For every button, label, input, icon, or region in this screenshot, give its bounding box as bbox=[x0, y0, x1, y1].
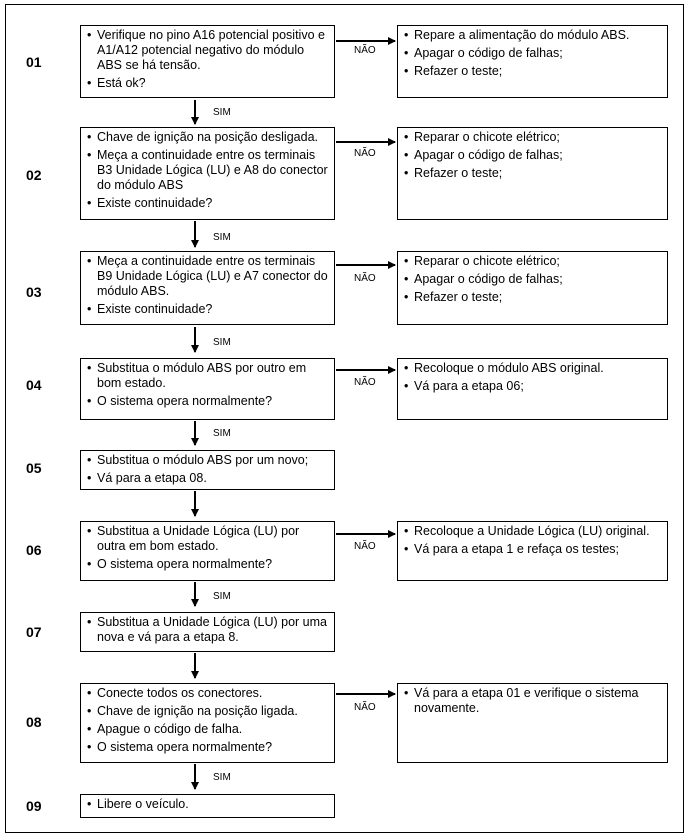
step-number: 04 bbox=[26, 377, 42, 393]
step-number: 05 bbox=[26, 460, 42, 476]
step-item: Existe continuidade? bbox=[87, 196, 328, 211]
no-action-box-02: Reparar o chicote elétrico; Apagar o cód… bbox=[397, 127, 668, 220]
step-item: Substitua a Unidade Lógica (LU) por outr… bbox=[87, 524, 328, 554]
step-number: 03 bbox=[26, 284, 42, 300]
step-item: Vá para a etapa 08. bbox=[87, 471, 328, 486]
no-action-item: Apagar o código de falhas; bbox=[404, 272, 661, 287]
no-action-item: Refazer o teste; bbox=[404, 290, 661, 305]
no-action-item: Apagar o código de falhas; bbox=[404, 46, 661, 61]
step-number: 01 bbox=[26, 54, 42, 70]
no-label-06: NÃO bbox=[354, 541, 376, 552]
no-action-item: Refazer o teste; bbox=[404, 166, 661, 181]
no-action-box-01: Repare a alimentação do módulo ABS. Apag… bbox=[397, 25, 668, 98]
no-action-box-04: Recoloque o módulo ABS original. Vá para… bbox=[397, 358, 668, 420]
yes-label-08: SIM bbox=[213, 772, 231, 783]
step-number: 07 bbox=[26, 624, 42, 640]
yes-label-02: SIM bbox=[213, 232, 231, 243]
no-action-item: Recoloque o módulo ABS original. bbox=[404, 361, 661, 376]
no-action-box-06: Recoloque a Unidade Lógica (LU) original… bbox=[397, 521, 668, 581]
no-action-item: Reparar o chicote elétrico; bbox=[404, 254, 661, 269]
step-box-08: Conecte todos os conectores. Chave de ig… bbox=[80, 683, 335, 763]
step-item: Verifique no pino A16 potencial positivo… bbox=[87, 28, 328, 73]
yes-label-04: SIM bbox=[213, 428, 231, 439]
step-item: Meça a continuidade entre os terminais B… bbox=[87, 254, 328, 299]
no-label-08: NÃO bbox=[354, 702, 376, 713]
no-action-item: Apagar o código de falhas; bbox=[404, 148, 661, 163]
no-action-box-03: Reparar o chicote elétrico; Apagar o cód… bbox=[397, 251, 668, 325]
yes-label-06: SIM bbox=[213, 591, 231, 602]
step-item: Chave de ignição na posição ligada. bbox=[87, 704, 328, 719]
step-item: Substitua a Unidade Lógica (LU) por uma … bbox=[87, 615, 328, 645]
step-box-05: Substitua o módulo ABS por um novo; Vá p… bbox=[80, 450, 335, 490]
no-action-item: Vá para a etapa 06; bbox=[404, 379, 661, 394]
step-item: O sistema opera normalmente? bbox=[87, 740, 328, 755]
step-box-01: Verifique no pino A16 potencial positivo… bbox=[80, 25, 335, 98]
step-number: 09 bbox=[26, 798, 42, 814]
step-box-02: Chave de ignição na posição desligada. M… bbox=[80, 127, 335, 220]
step-item: Existe continuidade? bbox=[87, 302, 328, 317]
no-action-item: Refazer o teste; bbox=[404, 64, 661, 79]
diagram-frame bbox=[5, 4, 684, 833]
step-item: Meça a continuidade entre os terminais B… bbox=[87, 148, 328, 193]
no-action-item: Vá para a etapa 1 e refaça os testes; bbox=[404, 542, 661, 557]
no-action-item: Repare a alimentação do módulo ABS. bbox=[404, 28, 661, 43]
no-label-01: NÃO bbox=[354, 45, 376, 56]
step-box-03: Meça a continuidade entre os terminais B… bbox=[80, 251, 335, 325]
step-box-07: Substitua a Unidade Lógica (LU) por uma … bbox=[80, 612, 335, 652]
step-box-06: Substitua a Unidade Lógica (LU) por outr… bbox=[80, 521, 335, 581]
no-action-item: Vá para a etapa 01 e verifique o sistema… bbox=[404, 686, 661, 716]
step-item: Chave de ignição na posição desligada. bbox=[87, 130, 328, 145]
step-box-09: Libere o veículo. bbox=[80, 794, 335, 818]
step-item: O sistema opera normalmente? bbox=[87, 394, 328, 409]
step-box-04: Substitua o módulo ABS por outro em bom … bbox=[80, 358, 335, 420]
step-number: 08 bbox=[26, 714, 42, 730]
step-item: Libere o veículo. bbox=[87, 797, 328, 812]
step-item: O sistema opera normalmente? bbox=[87, 557, 328, 572]
no-action-box-08: Vá para a etapa 01 e verifique o sistema… bbox=[397, 683, 668, 763]
step-item: Substitua o módulo ABS por outro em bom … bbox=[87, 361, 328, 391]
no-action-item: Reparar o chicote elétrico; bbox=[404, 130, 661, 145]
step-item: Substitua o módulo ABS por um novo; bbox=[87, 453, 328, 468]
no-action-item: Recoloque a Unidade Lógica (LU) original… bbox=[404, 524, 661, 539]
yes-label-01: SIM bbox=[213, 107, 231, 118]
step-item: Conecte todos os conectores. bbox=[87, 686, 328, 701]
step-number: 06 bbox=[26, 542, 42, 558]
step-number: 02 bbox=[26, 167, 42, 183]
no-label-02: NÃO bbox=[354, 148, 376, 159]
step-item: Apague o código de falha. bbox=[87, 722, 328, 737]
no-label-03: NÃO bbox=[354, 273, 376, 284]
step-item: Está ok? bbox=[87, 76, 328, 91]
yes-label-03: SIM bbox=[213, 337, 231, 348]
no-label-04: NÃO bbox=[354, 377, 376, 388]
